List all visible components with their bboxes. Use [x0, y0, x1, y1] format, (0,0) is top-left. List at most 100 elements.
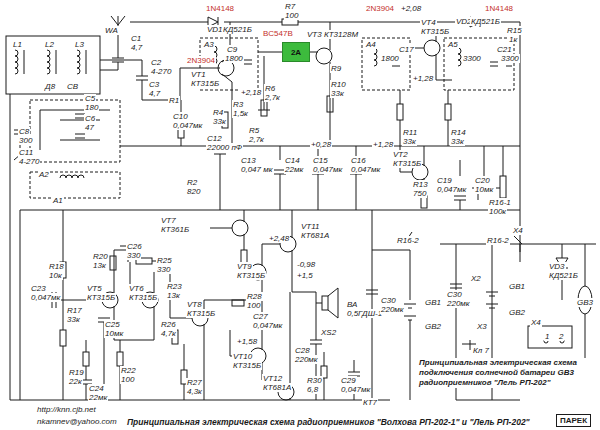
part-label: C30	[446, 290, 463, 299]
part-label: VT9	[236, 262, 253, 271]
part-label: 13к	[92, 261, 107, 270]
part-label: C24	[88, 384, 105, 393]
part-label: R11	[402, 128, 418, 137]
part-label: VT6	[128, 284, 145, 293]
part-label: GB2	[508, 308, 526, 317]
part-label: R16-1	[488, 198, 512, 207]
part-label: КТ315Б	[186, 309, 216, 318]
part-label: 0,047мк	[436, 185, 467, 194]
part-label: VT7	[160, 216, 177, 225]
part-label: VT8	[186, 300, 203, 309]
part-label: 100	[284, 11, 299, 20]
part-label: R25	[156, 256, 173, 265]
part-label: R30	[306, 376, 323, 385]
part-label: L1	[12, 40, 23, 49]
part-label: КТ315Б	[128, 293, 158, 302]
part-label: 3300	[462, 54, 482, 63]
part-label: R16-2	[486, 236, 510, 245]
part-label: X4	[512, 226, 524, 235]
part-label: 1N4148	[205, 4, 235, 13]
part-label: C5	[84, 94, 96, 103]
part-label: VT5	[86, 284, 103, 293]
part-label: 100	[246, 301, 261, 310]
part-label: GB3	[576, 298, 594, 307]
part-label: КТ315Б	[420, 27, 450, 36]
part-label: R14	[450, 128, 467, 137]
part-label: 0,047мк	[252, 321, 283, 330]
part-label: 22мк	[284, 165, 304, 174]
part-label: 22к	[68, 377, 83, 386]
part-label: R16-2	[396, 236, 420, 245]
part-label: R6	[264, 84, 276, 93]
part-label: 180	[84, 103, 99, 112]
part-label: 220мк	[446, 299, 471, 308]
part-label: СВ	[66, 82, 79, 91]
part-label: 1800	[380, 54, 400, 63]
part-label: +1,28	[372, 140, 394, 149]
part-label: КД521Б	[222, 25, 253, 34]
part-label: VT1	[190, 70, 207, 79]
part-label: R2	[186, 178, 198, 187]
part-label: 4,3к	[186, 387, 203, 396]
part-label: C25	[104, 320, 121, 329]
part-label: 220мк	[380, 305, 405, 314]
part-label: 0,047мк	[350, 165, 381, 174]
part-label: 22мк	[88, 393, 108, 402]
part-label: 750	[412, 189, 427, 198]
part-label: C12	[206, 134, 223, 143]
part-label: X4	[530, 318, 542, 327]
part-label: +1,5	[296, 271, 314, 280]
part-label: 0,047 мк	[240, 165, 274, 174]
part-label: C21	[496, 45, 513, 54]
part-label: 10к	[48, 271, 63, 280]
part-label: КТ361Б	[160, 225, 190, 234]
part-label: C9	[226, 45, 238, 54]
part-label: GB1	[508, 282, 526, 291]
part-label: GB2	[424, 322, 442, 331]
part-label: VD1	[206, 25, 224, 34]
part-label: 1	[544, 332, 550, 341]
part-label: R7	[284, 2, 296, 11]
note-text: Принципиальная электрическая схема подкл…	[418, 358, 596, 388]
part-label: КТ315Б	[86, 293, 116, 302]
part-label: 330	[156, 265, 171, 274]
part-label: 4,7	[130, 43, 143, 52]
part-label: VT10	[232, 352, 253, 361]
part-label: Кл 7	[472, 346, 490, 355]
part-label: -0,98	[296, 260, 316, 269]
part-label: +2,08	[400, 4, 422, 13]
part-label: C8	[18, 127, 30, 136]
caption: Принципиальная электрическая схема радио…	[126, 417, 531, 427]
part-label: R9	[330, 64, 342, 73]
part-label: C6	[84, 114, 96, 123]
part-label: R5	[248, 126, 260, 135]
part-label: GB1	[424, 298, 442, 307]
part-label: R19	[68, 368, 85, 377]
part-label: C13	[240, 156, 257, 165]
part-label: A5	[447, 40, 459, 49]
part-label: R28	[246, 292, 263, 301]
part-label: 3300	[500, 54, 520, 63]
part-label: R26	[160, 320, 177, 329]
part-label: R10	[330, 80, 347, 89]
part-label: 2N3904	[365, 4, 395, 13]
part-label: 0,047мк	[172, 121, 203, 130]
part-label: R18	[48, 262, 65, 271]
part-label: 220мк	[294, 355, 319, 364]
part-label: 0,047мк	[340, 385, 371, 394]
part-label: XS2	[320, 328, 337, 337]
part-label: VT4	[420, 18, 437, 27]
part-label: C14	[284, 156, 301, 165]
part-label: C29	[340, 376, 357, 385]
part-label: 13к	[166, 291, 181, 300]
part-label: ВА	[346, 300, 358, 309]
part-label: Д8	[44, 82, 56, 91]
part-label: L2	[44, 40, 55, 49]
part-label: 47	[84, 123, 95, 132]
part-label: C1	[130, 34, 142, 43]
part-label: КД521Б	[548, 271, 579, 280]
part-label: VD3	[548, 262, 566, 271]
part-label: КТ315Б	[236, 271, 266, 280]
part-label: C11	[18, 148, 34, 157]
